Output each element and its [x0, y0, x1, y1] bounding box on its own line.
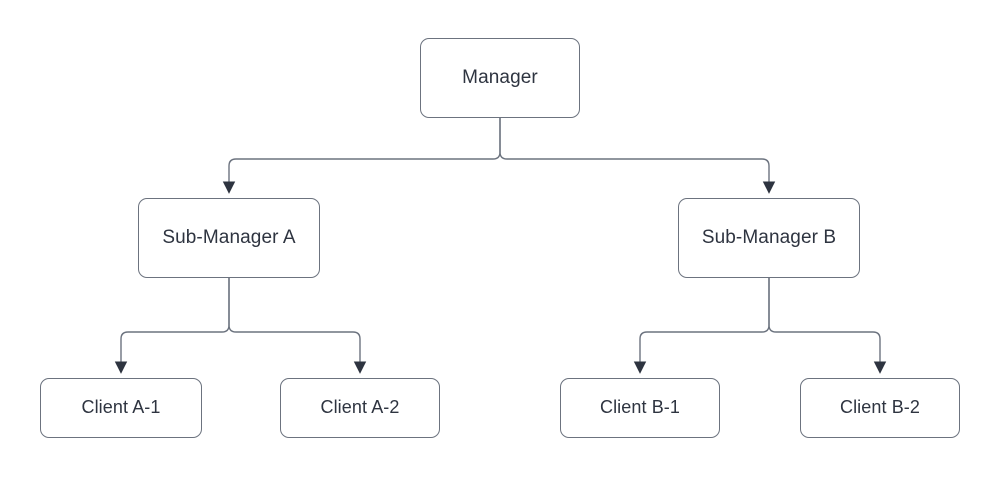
edge-manager-to-sub-manager-a [222, 118, 501, 194]
node-client-a-2-label: Client A-2 [320, 397, 400, 418]
edge-manager-to-sub-manager-b [499, 118, 776, 194]
node-client-a-2[interactable]: Client A-2 [280, 378, 440, 438]
node-sub-manager-a[interactable]: Sub-Manager A [138, 198, 320, 278]
node-manager-label: Manager [462, 66, 538, 88]
node-manager[interactable]: Manager [420, 38, 580, 118]
edge-sub-manager-a-to-client-a-1 [114, 278, 230, 374]
node-client-b-2-label: Client B-2 [839, 397, 921, 418]
node-sub-manager-b-label: Sub-Manager B [701, 226, 837, 248]
edge-sub-manager-b-to-client-b-2 [768, 278, 887, 374]
node-client-b-1-label: Client B-1 [599, 397, 681, 418]
node-client-a-1-label: Client A-1 [81, 397, 161, 418]
node-client-b-2[interactable]: Client B-2 [800, 378, 960, 438]
node-sub-manager-a-label: Sub-Manager A [162, 226, 296, 248]
node-client-b-1[interactable]: Client B-1 [560, 378, 720, 438]
edge-sub-manager-b-to-client-b-1 [633, 278, 770, 374]
node-client-a-1[interactable]: Client A-1 [40, 378, 202, 438]
edge-sub-manager-a-to-client-a-2 [228, 278, 367, 374]
node-sub-manager-b[interactable]: Sub-Manager B [678, 198, 860, 278]
